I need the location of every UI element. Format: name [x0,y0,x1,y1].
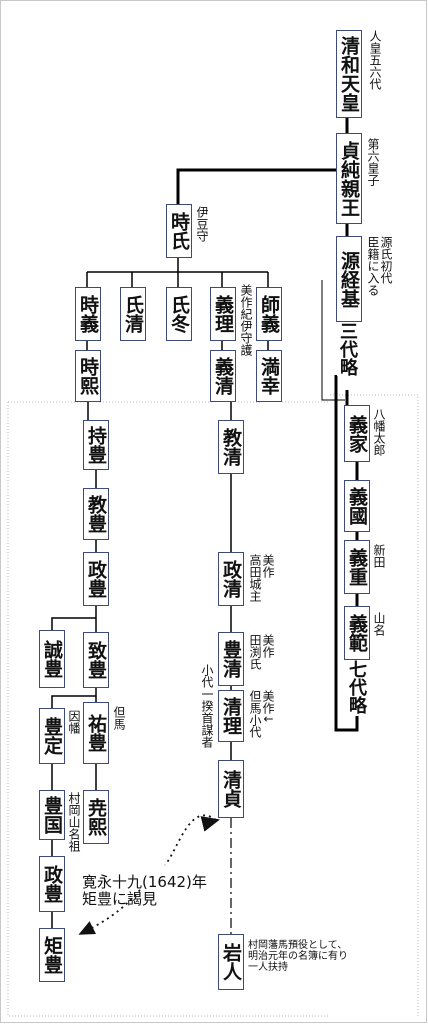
annotation: 人皇五六代 [368,30,382,90]
person-box: 清和天皇 [336,30,362,118]
guide-frame [7,402,330,1017]
person-box: 祐豊 [83,702,109,764]
person-box: 豊清 [218,632,244,686]
person-box: 義範 [344,606,370,660]
person-box: 義國 [344,480,370,532]
person-box: 時熙 [75,350,101,402]
annotation: 但馬 [112,706,126,730]
person-box: 満幸 [256,350,282,402]
branch-line [176,168,347,204]
audience-note: 寛永十九(1642)年 矩豊に謁見 [82,873,207,908]
annotation: 因幡 [67,710,81,734]
annotation: 伊豆守 [195,206,209,242]
person-box: 岩人 [218,934,244,990]
annotation: 美作 高田城主 [248,554,275,602]
person-box: 義清 [210,350,236,402]
person-box: 政豊 [39,856,65,912]
person-box: 氏冬 [166,287,192,341]
person-box: 貞純親王 [336,133,362,224]
person-box: 持豊 [83,420,109,470]
annotation: 小代一揆首謀者 [200,664,214,748]
generations-omitted: 七代略 [346,660,367,714]
person-box: 教豊 [83,488,109,540]
annotation: 村岡山名祖 [67,792,81,852]
person-box: 義家 [344,405,370,462]
guide-frame [330,394,419,1016]
person-box: 義重 [344,540,370,594]
person-box: 義理 [210,287,236,341]
person-box: 師義 [256,287,282,341]
person-box: 矩豊 [39,928,65,982]
annotation: 山名 [372,612,386,636]
annotation: 源氏初代 臣籍に入る [366,236,393,296]
person-box: 豊定 [39,708,65,764]
generations-omitted: 三代略 [337,322,358,376]
person-box: 政豊 [83,552,109,606]
person-box: 政清 [218,552,244,606]
person-box: 誠豊 [39,630,65,688]
annotation: 美作↓ 但馬小代 [248,690,275,738]
person-box: 豊国 [39,790,65,840]
person-box: 源経基 [336,236,362,322]
annotation: 八幡太郎 [372,408,386,456]
annotation: 美作紀伊守護 [239,284,253,356]
person-box: 清貞 [218,760,244,818]
person-box: 氏清 [120,287,146,341]
person-box: 尭熙 [83,790,109,844]
audience-arrow [78,889,141,935]
annotation: 新田 [372,544,386,568]
branch-line [334,375,359,732]
annotation: 村岡藩馬預役として、 明治元年の名簿に有り 一人扶持 [248,940,348,973]
annotation: 第六皇子 [366,138,380,186]
annotation: 美作 田渕氏 [248,634,275,670]
person-box: 時義 [75,287,101,341]
person-box: 教清 [218,420,244,474]
person-box: 致豊 [83,632,109,688]
person-box: 清理 [218,690,244,742]
audience-arrow [164,814,217,866]
person-box: 時氏 [166,204,192,258]
